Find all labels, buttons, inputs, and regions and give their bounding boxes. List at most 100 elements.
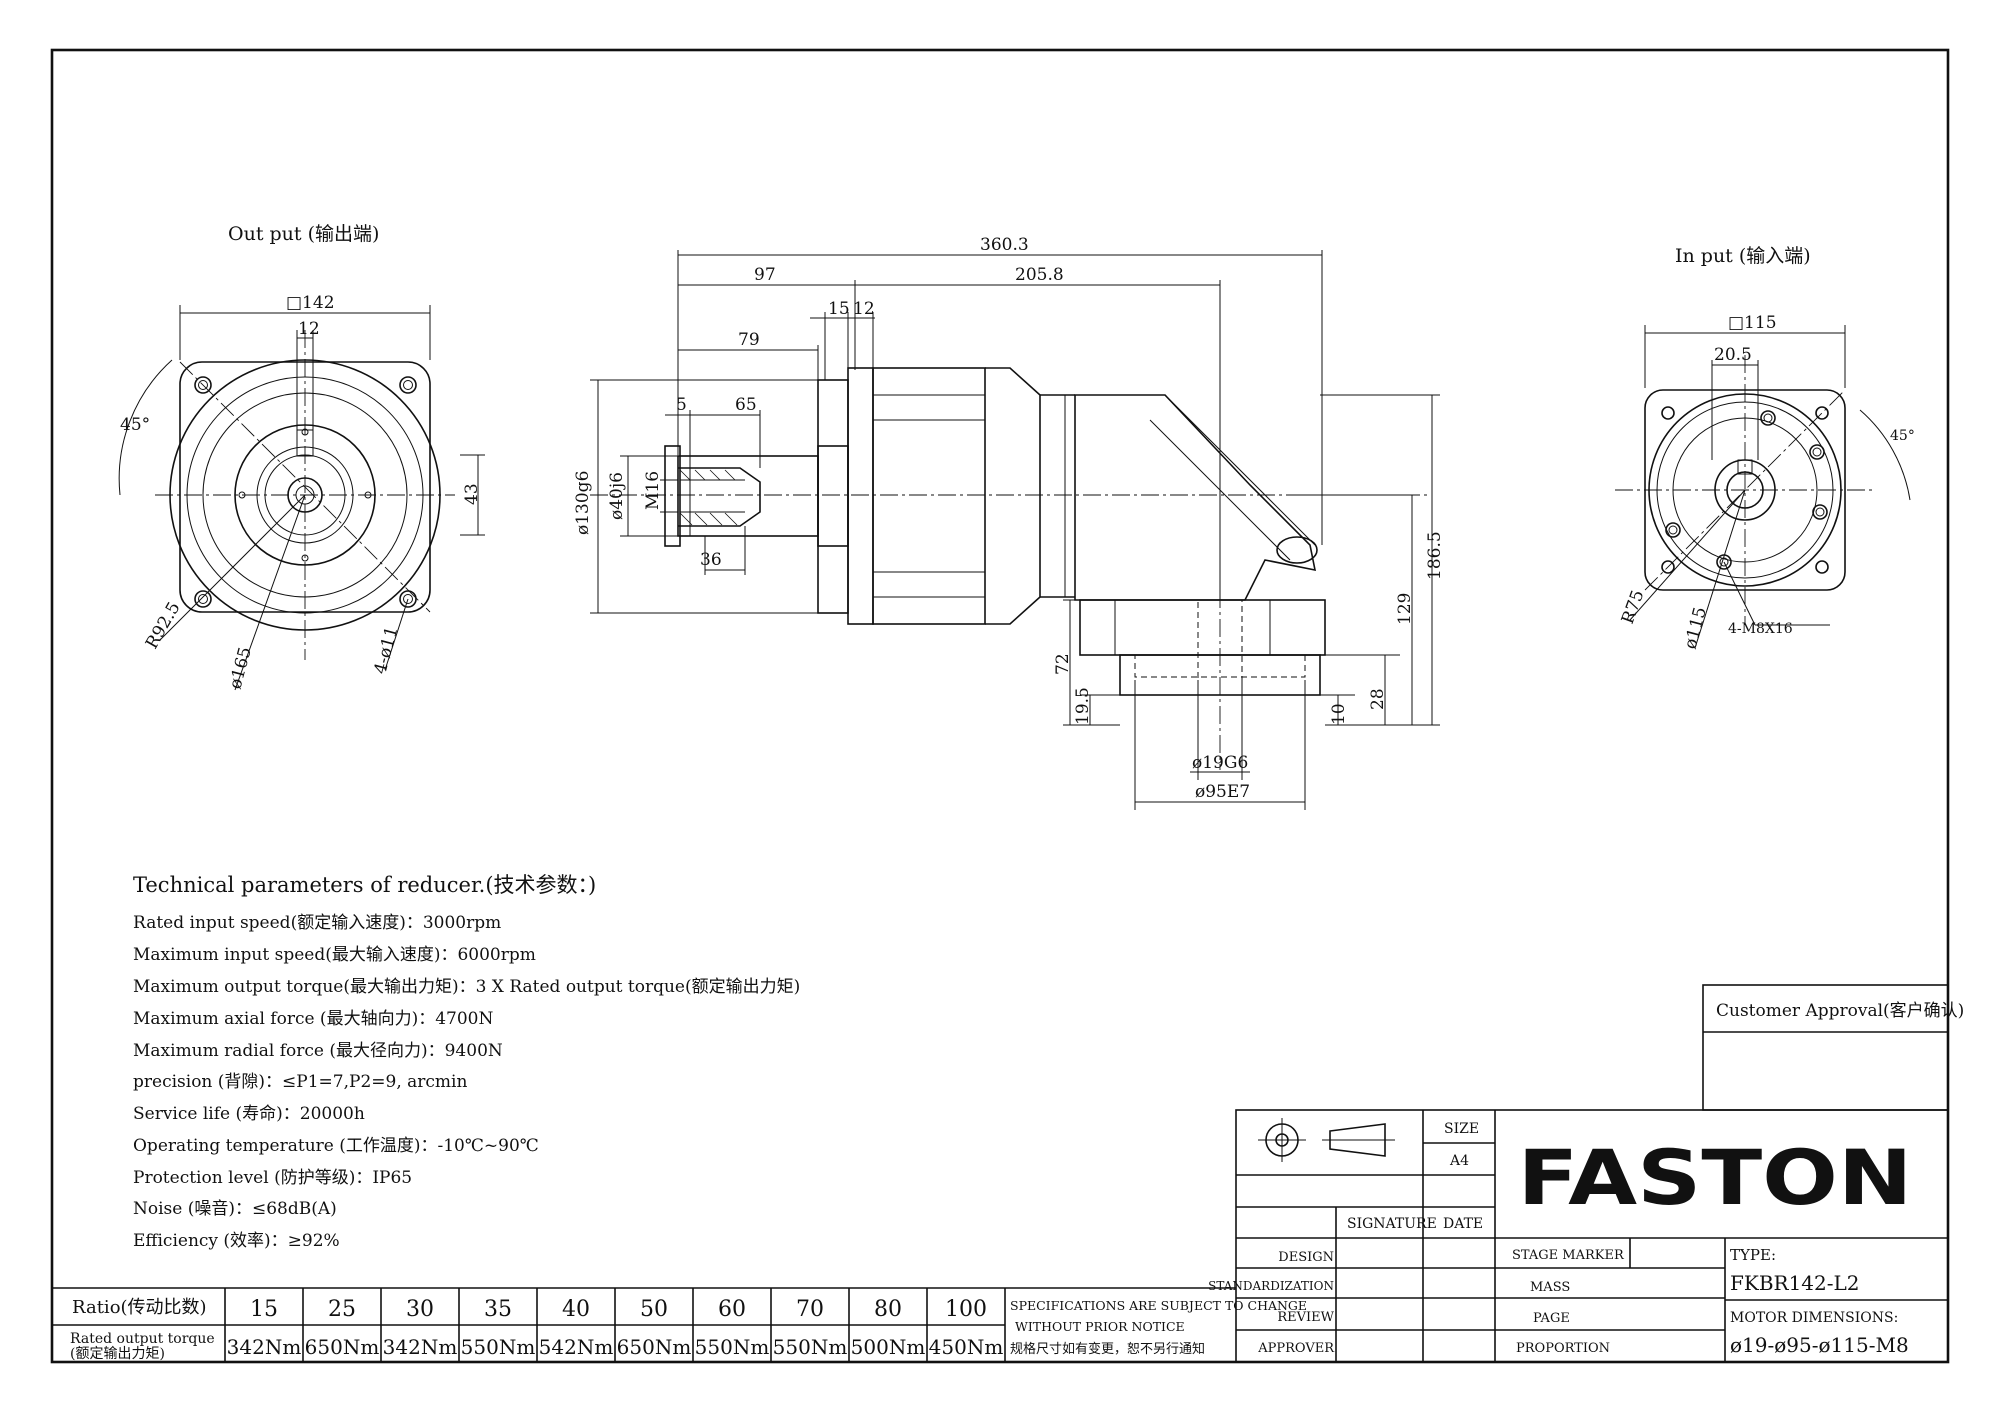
dim-side-129: 129 [1395, 593, 1415, 625]
dim-in-205: 20.5 [1714, 345, 1752, 365]
size-label: SIZE [1444, 1121, 1479, 1137]
dim-side-12: 12 [853, 299, 875, 319]
dim-side-40: ø40j6 [607, 472, 627, 520]
output-view-title: Out put (输出端) [228, 223, 379, 245]
signature-label: SIGNATURE [1347, 1216, 1437, 1232]
dim-side-95e7: ø95E7 [1195, 782, 1250, 802]
ratio-value: 25 [328, 1297, 356, 1322]
torque-value: 342Nm [383, 1335, 458, 1359]
dim-side-total: 360.3 [980, 235, 1029, 255]
design-label: DESIGN [1278, 1250, 1334, 1265]
ratio-cells: 15342Nm25650Nm30342Nm35550Nm40542Nm50650… [227, 1288, 1004, 1362]
page-label: PAGE [1533, 1311, 1570, 1326]
dim-out-pcd: ø165 [226, 645, 256, 691]
tech-line: Protection level (防护等级)：IP65 [133, 1168, 412, 1188]
torque-label: Rated output torque [70, 1331, 215, 1347]
output-flange [817, 379, 849, 614]
dim-side-15: 15 [828, 299, 850, 319]
dim-side-97: 97 [754, 265, 776, 285]
dim-side-36: 36 [700, 550, 722, 570]
ratio-value: 60 [718, 1297, 746, 1322]
input-view-title: In put (输入端) [1675, 245, 1811, 267]
date-label: DATE [1443, 1216, 1483, 1232]
tech-line: Maximum input speed(最大输入速度)：6000rpm [133, 945, 536, 965]
tech-line: Maximum output torque(最大输出力矩)：3 X Rated … [133, 977, 800, 997]
torque-value: 550Nm [773, 1335, 848, 1359]
dim-side-186: 186.5 [1425, 531, 1445, 580]
dim-side-79: 79 [738, 330, 760, 350]
ratio-value: 30 [406, 1297, 434, 1322]
dim-out-angle: 45° [120, 415, 150, 435]
tech-line: precision (背隙)：≤P1=7,P2=9, arcmin [133, 1072, 467, 1092]
notice-line: 规格尺寸如有变更，恕不另行通知 [1010, 1341, 1205, 1357]
dim-side-m16: M16 [643, 471, 663, 510]
dim-side-19g6: ø19G6 [1192, 753, 1248, 773]
stage-marker-label: STAGE MARKER [1512, 1248, 1625, 1263]
dim-in-pcd: ø115 [1681, 605, 1711, 651]
ratio-value: 35 [484, 1297, 512, 1322]
ratio-value: 70 [796, 1297, 824, 1322]
torque-label: (额定输出力矩) [70, 1346, 165, 1362]
ratio-value: 80 [874, 1297, 902, 1322]
dim-out-holes: 4-ø11 [371, 624, 403, 676]
dim-side-130: ø130g6 [573, 471, 593, 535]
angle-housing [1074, 394, 1317, 601]
ratio-table: Ratio(传动比数) Rated output torque (额定输出力矩)… [52, 1287, 1307, 1362]
side-view: 360.3 97 205.8 15 12 79 5 65 ø130g6 ø40j… [573, 235, 1445, 810]
motor-label: MOTOR DIMENSIONS: [1730, 1310, 1898, 1326]
tapped-hole-hatch [679, 469, 738, 526]
tech-line: Maximum radial force (最大径向力)：9400N [133, 1041, 503, 1061]
dim-side-195: 19.5 [1073, 687, 1093, 725]
dim-in-r: R75 [1618, 588, 1649, 627]
tech-line: Service life (寿命)：20000h [133, 1104, 365, 1124]
dim-side-72: 72 [1053, 653, 1073, 675]
dim-in-square: □115 [1728, 313, 1777, 333]
output-view: Out put (输出端) □142 12 [118, 223, 485, 691]
title-block: Customer Approval(客户确认) SIZE A4 SIGNATUR… [1208, 984, 1964, 1363]
tech-params: Technical parameters of reducer.(技术参数：) … [133, 873, 800, 1251]
standardization-label: STANDARDIZATION [1208, 1279, 1334, 1293]
dim-side-205: 205.8 [1015, 265, 1064, 285]
dim-side-5: 5 [676, 395, 687, 415]
dim-in-angle: 45° [1890, 428, 1915, 444]
torque-value: 500Nm [851, 1335, 926, 1359]
customer-approval: Customer Approval(客户确认) [1716, 1001, 1964, 1021]
torque-value: 650Nm [305, 1335, 380, 1359]
motor-value: ø19-ø95-ø115-M8 [1730, 1333, 1909, 1357]
dim-side-28: 28 [1368, 688, 1388, 710]
dim-in-holes: 4-M8X16 [1728, 621, 1793, 637]
approver-label: APPROVER [1257, 1341, 1335, 1356]
mass-label: MASS [1530, 1280, 1570, 1295]
sheet-border [50, 48, 1950, 1364]
torque-value: 550Nm [695, 1335, 770, 1359]
dim-out-43: 43 [462, 483, 482, 505]
ratio-value: 15 [250, 1297, 278, 1322]
type-label: TYPE: [1730, 1246, 1776, 1264]
tech-line: Maximum axial force (最大轴向力)：4700N [133, 1009, 493, 1029]
ratio-value: 40 [562, 1297, 590, 1322]
dim-side-65: 65 [735, 395, 757, 415]
dim-out-square: □142 [286, 293, 335, 313]
ratio-value: 100 [945, 1297, 987, 1322]
size-value: A4 [1449, 1153, 1469, 1169]
notice-line: WITHOUT PRIOR NOTICE [1015, 1319, 1185, 1334]
faston-logo: FASTON [1518, 1133, 1913, 1222]
input-flange [1079, 599, 1326, 656]
projection-symbol-icon [1258, 1118, 1395, 1162]
gearbox-body [872, 367, 986, 625]
tech-line: Noise (噪音)：≤68dB(A) [133, 1199, 337, 1219]
dim-side-10: 10 [1329, 703, 1349, 725]
tech-line: Efficiency (效率)：≥92% [133, 1231, 340, 1251]
type-value: FKBR142-L2 [1730, 1271, 1860, 1295]
torque-value: 450Nm [929, 1335, 1004, 1359]
ratio-value: 50 [640, 1297, 668, 1322]
proportion-label: PROPORTION [1516, 1341, 1610, 1356]
torque-value: 342Nm [227, 1335, 302, 1359]
tech-title: Technical parameters of reducer.(技术参数：) [133, 873, 596, 897]
review-label: REVIEW [1277, 1310, 1334, 1325]
ratio-label: Ratio(传动比数) [72, 1297, 207, 1318]
tech-line: Operating temperature (工作温度)：-10℃~90℃ [133, 1136, 539, 1156]
tech-line: Rated input speed(额定输入速度)：3000rpm [133, 913, 501, 933]
torque-value: 650Nm [617, 1335, 692, 1359]
